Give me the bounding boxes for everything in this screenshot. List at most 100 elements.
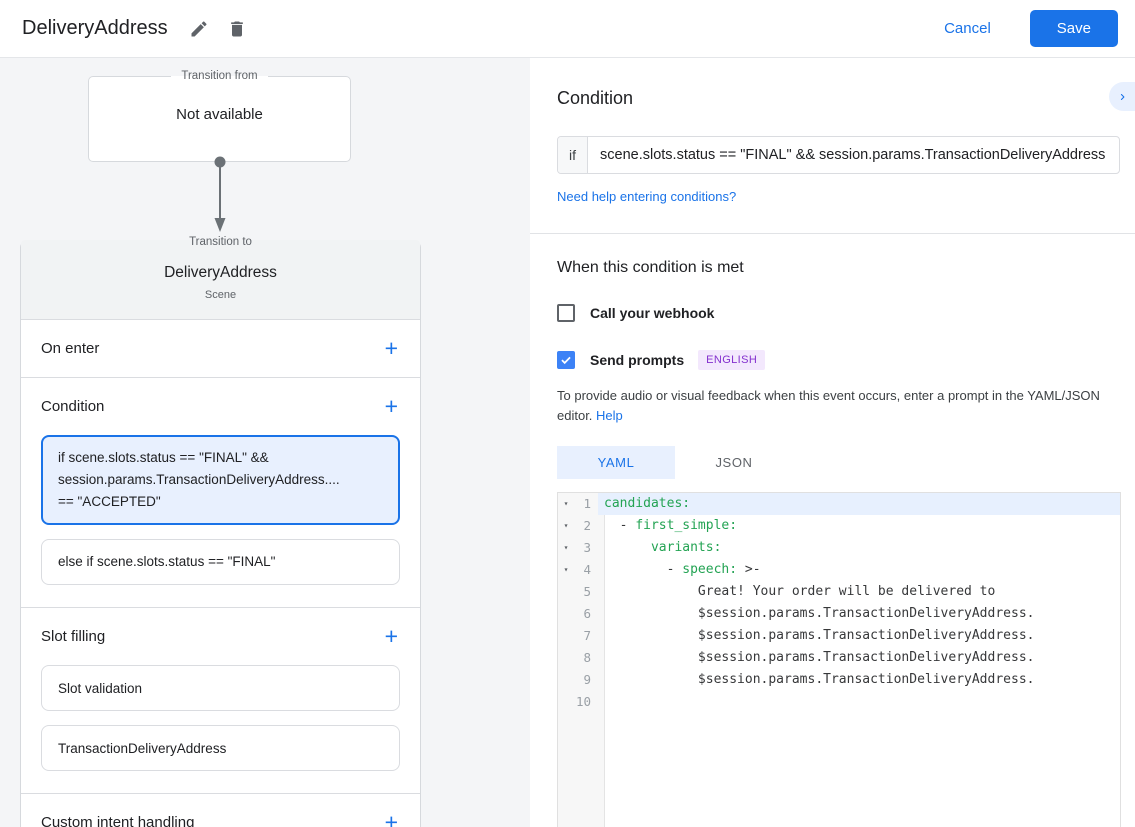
code-line: ▾ 3 variants: (558, 537, 1120, 559)
condition-detail-panel: Condition if scene.slots.status == "FINA… (530, 58, 1135, 827)
add-custom-intent-button[interactable]: + (384, 809, 398, 827)
condition-cards: if scene.slots.status == "FINAL" && sess… (41, 435, 400, 607)
collapse-panel-button[interactable] (1109, 82, 1135, 111)
tab-yaml[interactable]: YAML (557, 446, 675, 480)
condition-heading: Condition (557, 88, 634, 108)
code-text: $session.params.TransactionDeliveryAddre… (604, 650, 1035, 666)
add-condition-button[interactable]: + (384, 393, 398, 419)
conditions-help-link[interactable]: Need help entering conditions? (557, 189, 737, 204)
line-number: 10 (575, 694, 591, 710)
condition-section: Condition + if scene.slots.status == "FI… (21, 377, 420, 607)
format-tabs: YAML JSON (557, 446, 1119, 480)
language-badge: ENGLISH (698, 350, 766, 370)
add-on-enter-button[interactable]: + (384, 335, 398, 361)
code-line: 9 $session.params.TransactionDeliveryAdd… (558, 669, 1120, 691)
when-met-heading: When this condition is met (557, 259, 744, 276)
send-prompts-checkbox[interactable] (557, 351, 575, 369)
editor-gutter (558, 493, 605, 827)
code-text: Great! Your order will be delivered to (604, 584, 996, 600)
delete-button[interactable] (222, 14, 252, 44)
scene-canvas: Transition from Not available Transition… (0, 58, 530, 827)
line-number: 5 (583, 584, 591, 600)
transition-from-box: Transition from Not available (88, 70, 351, 162)
note-help-link[interactable]: Help (596, 408, 623, 424)
fold-spacer (558, 691, 574, 713)
pencil-icon (191, 20, 207, 36)
line-number: 9 (583, 672, 591, 688)
code-text: $session.params.TransactionDeliveryAddre… (604, 606, 1035, 622)
edit-button[interactable] (184, 14, 214, 44)
chevron-right-icon (1120, 93, 1125, 100)
slot-card[interactable]: TransactionDeliveryAddress (41, 725, 400, 771)
save-button[interactable]: Save (1029, 10, 1118, 47)
when-condition-met-section: When this condition is met Call your web… (530, 234, 1135, 827)
code-text: variants: (650, 540, 722, 556)
custom-intent-section: Custom intent handling + (21, 793, 420, 827)
line-number: 6 (583, 606, 591, 622)
line-number: 7 (583, 628, 591, 644)
editor-note: To provide audio or visual feedback when… (557, 386, 1120, 426)
scene-header: DeliveryAddress Scene (21, 240, 420, 320)
section-divider (530, 233, 1135, 234)
transition-from-value: Not available (176, 106, 263, 123)
code-line: ▾ 4 - speech: >- (558, 559, 1120, 581)
webhook-label: Call your webhook (590, 305, 715, 321)
on-enter-section: On enter + (21, 320, 420, 377)
code-line: 8 $session.params.TransactionDeliveryAdd… (558, 647, 1120, 669)
scene-type: Scene (204, 289, 237, 301)
trash-icon (230, 21, 243, 36)
if-prefix-label: if (558, 137, 588, 173)
code-line: 10 (558, 691, 1120, 713)
code-text (598, 691, 1120, 713)
code-line: ▾ 1 candidates: (558, 493, 1120, 516)
fold-arrow-icon[interactable]: ▾ (563, 565, 569, 575)
top-bar: DeliveryAddress Cancel Save (0, 0, 1135, 58)
fold-spacer (558, 647, 574, 669)
tab-json[interactable]: JSON (715, 455, 753, 471)
transition-to-legend: Transition to (189, 236, 252, 248)
line-number: 4 (583, 562, 591, 578)
webhook-checkbox[interactable] (557, 304, 575, 322)
code-line: 6 $session.params.TransactionDeliveryAdd… (558, 603, 1120, 625)
transition-to-box: Transition to DeliveryAddress Scene On e… (20, 236, 421, 827)
connector-arrow-icon (214, 156, 225, 232)
fold-arrow-icon[interactable]: ▾ (563, 543, 569, 553)
fold-arrow-icon[interactable]: ▾ (563, 499, 569, 509)
condition-editor-section: Condition if scene.slots.status == "FINA… (530, 58, 1135, 206)
fold-spacer (558, 669, 574, 691)
fold-arrow-icon[interactable]: ▾ (563, 521, 569, 531)
cancel-button[interactable]: Cancel (938, 19, 997, 38)
slot-filling-label: Slot filling (41, 628, 106, 645)
code-text: candidates: (598, 493, 1120, 516)
condition-card[interactable]: else if scene.slots.status == "FINAL" (41, 539, 400, 585)
code-text: $session.params.TransactionDeliveryAddre… (604, 672, 1035, 688)
page-title: DeliveryAddress (22, 17, 168, 39)
slot-card[interactable]: Slot validation (41, 665, 400, 711)
webhook-row: Call your webhook (557, 304, 1119, 322)
scene-name: DeliveryAddress (164, 264, 277, 281)
yaml-code-editor[interactable]: ▾ 1 candidates: ▾ 2 - first_simple: ▾ 3 varian… (557, 492, 1121, 827)
condition-card[interactable]: if scene.slots.status == "FINAL" && sess… (41, 435, 400, 525)
custom-intent-label: Custom intent handling (41, 814, 195, 827)
line-number: 1 (583, 496, 591, 512)
on-enter-label: On enter (41, 340, 100, 357)
add-slot-button[interactable]: + (384, 623, 398, 649)
code-line: 7 $session.params.TransactionDeliveryAdd… (558, 625, 1120, 647)
code-line: ▾ 2 - first_simple: (558, 515, 1120, 537)
code-lines: ▾ 1 candidates: ▾ 2 - first_simple: ▾ 3 varian… (558, 493, 1120, 713)
transition-connector (88, 156, 351, 236)
condition-input-value[interactable]: scene.slots.status == "FINAL" && session… (600, 147, 1106, 163)
send-prompts-label: Send prompts (590, 352, 685, 368)
line-number: 3 (583, 540, 591, 556)
send-prompts-row: Send prompts ENGLISH (557, 350, 1119, 370)
line-number: 2 (583, 518, 591, 534)
condition-input[interactable]: if scene.slots.status == "FINAL" && sess… (557, 136, 1120, 174)
code-text: - first_simple: (604, 518, 738, 534)
check-icon (561, 356, 571, 365)
transition-from-legend: Transition from (181, 70, 258, 82)
fold-spacer (558, 603, 574, 625)
line-number: 8 (583, 650, 591, 666)
code-text: - speech: >- (604, 562, 761, 578)
